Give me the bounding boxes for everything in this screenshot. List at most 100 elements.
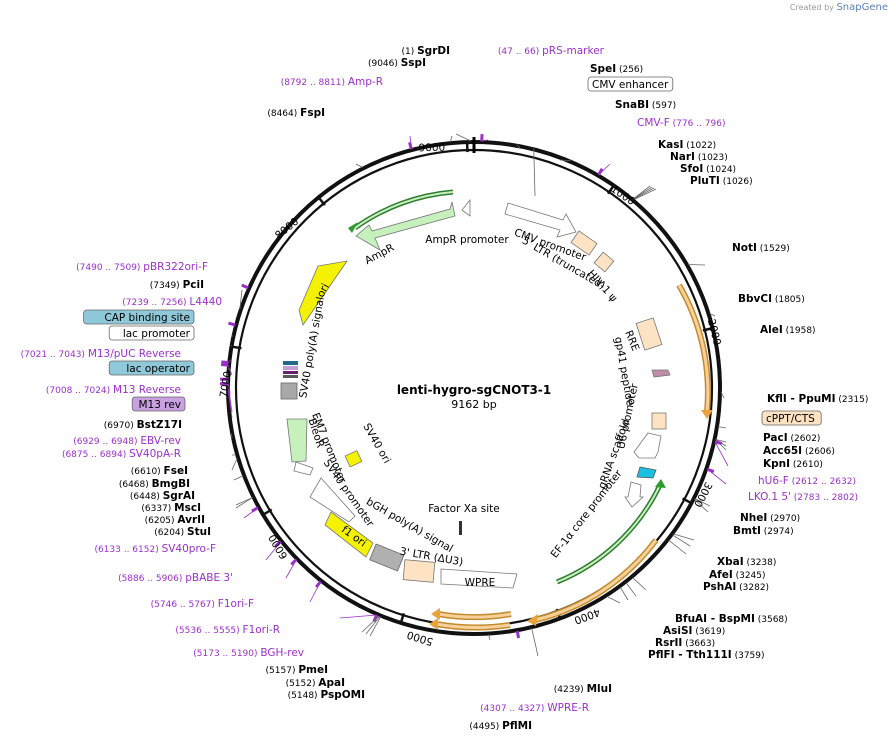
label-ampr-promoter: AmpR promoter xyxy=(425,234,509,246)
label-text: hU6-F (2612 .. 2632) xyxy=(758,475,856,487)
label-pluti: PluTI (1026) xyxy=(690,175,753,187)
label-text: (6970) BstZ17I xyxy=(104,419,182,431)
leader-line xyxy=(619,586,629,601)
label-text: (6468) BmgBI xyxy=(119,478,190,490)
primer-mark xyxy=(290,558,298,566)
feature-bgh xyxy=(369,543,405,572)
tick-label: 9000 xyxy=(418,142,445,155)
leader-line xyxy=(668,539,687,555)
leader-line xyxy=(231,457,238,471)
label-pspomi: (5148) PspOMI xyxy=(288,689,365,701)
label-wpre: WPRE xyxy=(465,577,496,589)
primer-mark xyxy=(241,283,249,290)
leader-line xyxy=(632,577,647,591)
leader-line xyxy=(720,391,725,399)
label-f1ori-f: (5746 .. 5767) F1ori-F xyxy=(151,598,254,610)
leader-line xyxy=(355,163,363,168)
label-prs-marker: (47 .. 66) pRS-marker xyxy=(498,45,605,57)
label-text: NheI (2970) xyxy=(740,512,800,524)
label-lac-promoter: lac promoter xyxy=(108,325,195,341)
primer-mark xyxy=(315,580,322,588)
label-l4440: (7239 .. 7256) L4440 xyxy=(122,296,222,308)
label-text: PluTI (1026) xyxy=(690,175,753,187)
label-sv40pa-r: (6875 .. 6894) SV40pA-R xyxy=(62,448,181,460)
primer-mark xyxy=(597,167,604,176)
label-xbai: XbaI (3238) xyxy=(717,556,776,568)
leader-line xyxy=(559,159,571,162)
feature-hiv-psi xyxy=(593,251,615,273)
leader-line xyxy=(715,438,727,443)
leader-line xyxy=(369,616,382,637)
label-bmgbi: (6468) BmgBI xyxy=(119,478,190,490)
primer-mark xyxy=(515,630,521,639)
label-text: (6610) FseI xyxy=(131,465,188,477)
label-text: (4495) PflMI xyxy=(469,720,532,732)
leader-line xyxy=(673,533,695,541)
label-text: XbaI (3238) xyxy=(717,556,776,568)
feature-sv40pa xyxy=(280,382,298,400)
label-text: (8464) FspI xyxy=(267,107,325,119)
label-afei: AfeI (3245) xyxy=(709,569,766,581)
snapgene-logo: SnapGene xyxy=(836,2,888,13)
primer-mark xyxy=(251,506,259,513)
label-bbvci: BbvCI (1805) xyxy=(738,293,805,305)
label-amp-r: (8792 .. 8811) Amp-R xyxy=(281,76,383,88)
label-text: SnaBI (597) xyxy=(615,99,676,111)
label-text: (7008 .. 7024) M13 Reverse xyxy=(46,384,181,396)
feature-cppt xyxy=(651,412,667,430)
feature-em7 xyxy=(293,461,314,476)
label-box xyxy=(131,396,186,412)
label-box xyxy=(108,360,195,376)
label-ebv-rev: (6929 .. 6948) EBV-rev xyxy=(73,435,181,447)
tick-label: 1000 xyxy=(608,183,637,208)
primer-mark xyxy=(706,467,715,473)
primer-mark xyxy=(228,321,236,327)
label-text: KpnI (2610) xyxy=(763,458,823,470)
label-bmti: BmtI (2974) xyxy=(733,525,794,537)
label-cap-binding-site: CAP binding site xyxy=(83,309,195,325)
label-text: PshAI (3282) xyxy=(703,581,769,593)
label-acc65i: Acc65I (2606) xyxy=(763,445,835,457)
leader-line xyxy=(226,383,233,419)
leader-line xyxy=(632,186,653,200)
label-text: NotI (1529) xyxy=(732,242,790,254)
label-text: SfoI (1024) xyxy=(680,163,736,175)
outer-labels: (1) SgrDI(9046) SspI(47 .. 66) pRS-marke… xyxy=(21,45,869,732)
label-lac-operator: lac operator xyxy=(108,360,195,376)
label-text: (5173 .. 5190) BGH-rev xyxy=(193,647,304,659)
tick-label: 7000 xyxy=(218,370,234,398)
label-avrii: (6205) AvrII xyxy=(145,514,205,526)
label-asisi: AsiSI (3619) xyxy=(663,625,725,637)
label-f1ori-r: (5536 .. 5555) F1ori-R xyxy=(175,624,280,636)
label-stui: (6204) StuI xyxy=(154,526,211,538)
primer-mark xyxy=(714,440,723,445)
leader-line xyxy=(715,338,719,343)
label-text: (6204) StuI xyxy=(154,526,211,538)
label-pflmi: (4495) PflMI xyxy=(469,720,532,732)
label-text: (6205) AvrII xyxy=(145,514,205,526)
leader-line xyxy=(633,187,655,200)
leader-line xyxy=(361,615,380,633)
label-text: (5148) PspOMI xyxy=(288,689,365,701)
label-text: lac promoter xyxy=(123,328,191,340)
label-snabi: SnaBI (597) xyxy=(615,99,676,111)
leader-lines xyxy=(220,133,729,657)
label-apai: (5152) ApaI xyxy=(286,677,345,689)
label-nari: NarI (1023) xyxy=(670,151,728,163)
label-cmv-f: CMV-F (776 .. 796) xyxy=(637,117,725,129)
label-wpre-r: (4307 .. 4327) WPRE-R xyxy=(480,702,589,714)
label-text: (7349) PciI xyxy=(150,279,204,291)
label-text: (9046) SspI xyxy=(368,57,426,69)
leader-line xyxy=(339,614,377,619)
orange-arrows xyxy=(429,283,713,631)
label-pbabe-3: (5886 .. 5906) pBABE 3' xyxy=(118,572,233,584)
label-text: (7021 .. 7043) M13/pUC Reverse xyxy=(21,348,181,360)
label-text: (6337) MscI xyxy=(141,502,201,514)
leader-line xyxy=(606,595,621,604)
label-text: (6875 .. 6894) SV40pA-R xyxy=(62,448,181,460)
primer-mark xyxy=(221,360,229,365)
leader-line xyxy=(709,312,716,317)
label-text: KflI - PpuMI (2315) xyxy=(767,393,868,405)
leader-line xyxy=(228,359,232,363)
